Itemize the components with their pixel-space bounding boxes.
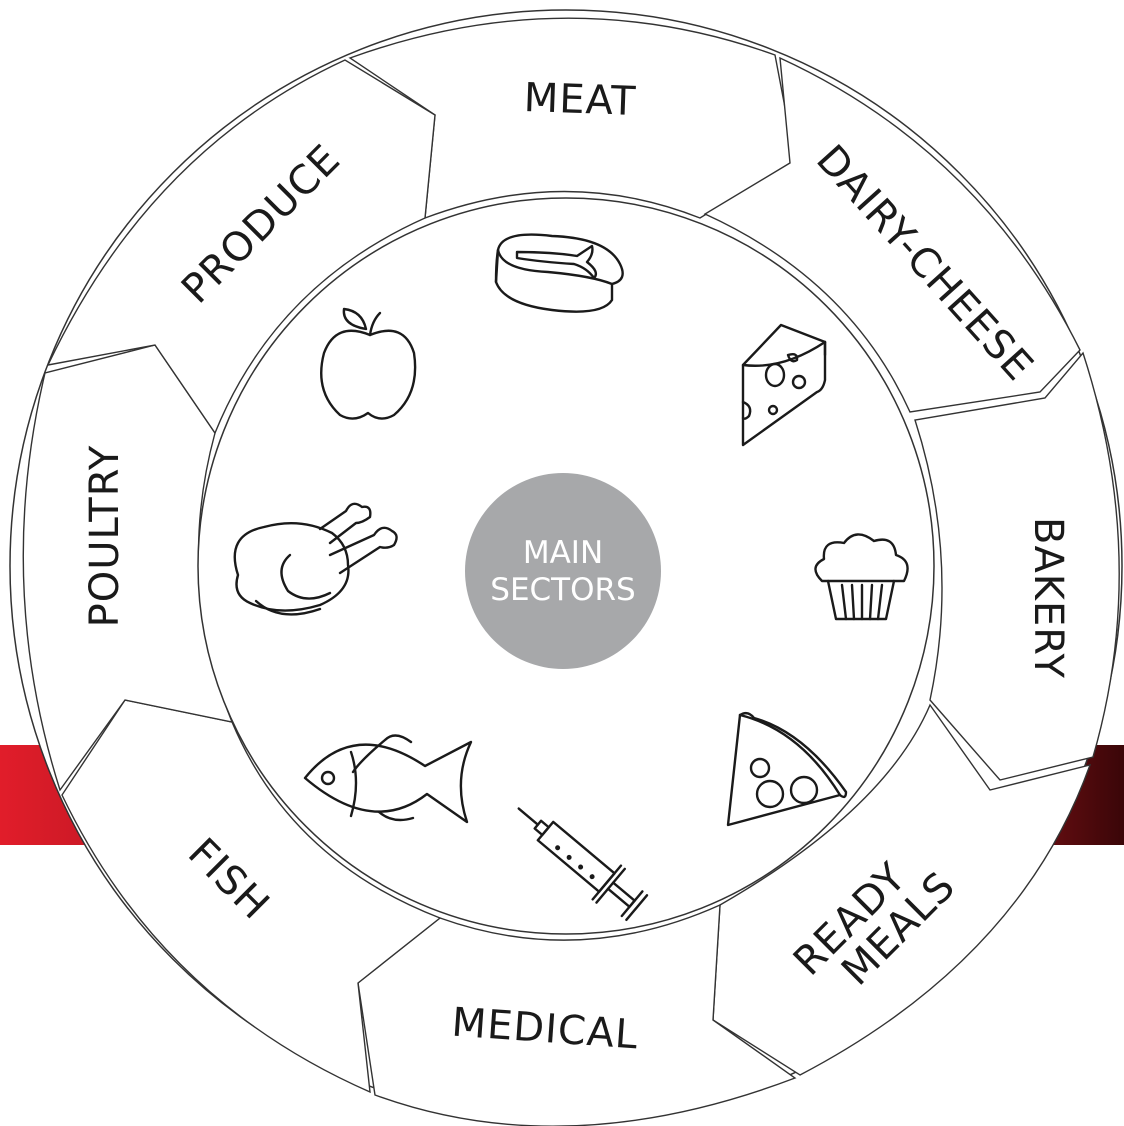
segment-medical: [357, 903, 797, 1126]
segment-produce: [46, 59, 436, 435]
center-circle: [465, 473, 661, 669]
center-title-line2: SECTORS: [490, 572, 635, 608]
center-title-line1: MAIN: [523, 535, 603, 571]
muffin-icon: [814, 533, 909, 621]
syringe-icon: [517, 807, 649, 922]
steak-icon: [494, 233, 624, 313]
apple-icon: [320, 307, 417, 420]
fish-icon: [303, 734, 473, 824]
segment-fish: [61, 699, 442, 1094]
label-meat: MEAT: [523, 75, 637, 125]
roast-chicken-icon: [233, 502, 398, 616]
segment-bakery: [914, 351, 1120, 781]
segment-ring: [22, 17, 1120, 1126]
label-bakery: BAKERY: [1025, 517, 1071, 679]
segment-dairy-cheese: [703, 56, 1081, 413]
segment-meat: [348, 17, 796, 220]
cheese-icon: [741, 323, 827, 447]
center-badge: MAIN SECTORS: [465, 473, 661, 669]
label-poultry: POULTRY: [82, 445, 128, 628]
segment-ready-meals: [712, 703, 1092, 1076]
pizza-slice-icon: [726, 711, 848, 827]
